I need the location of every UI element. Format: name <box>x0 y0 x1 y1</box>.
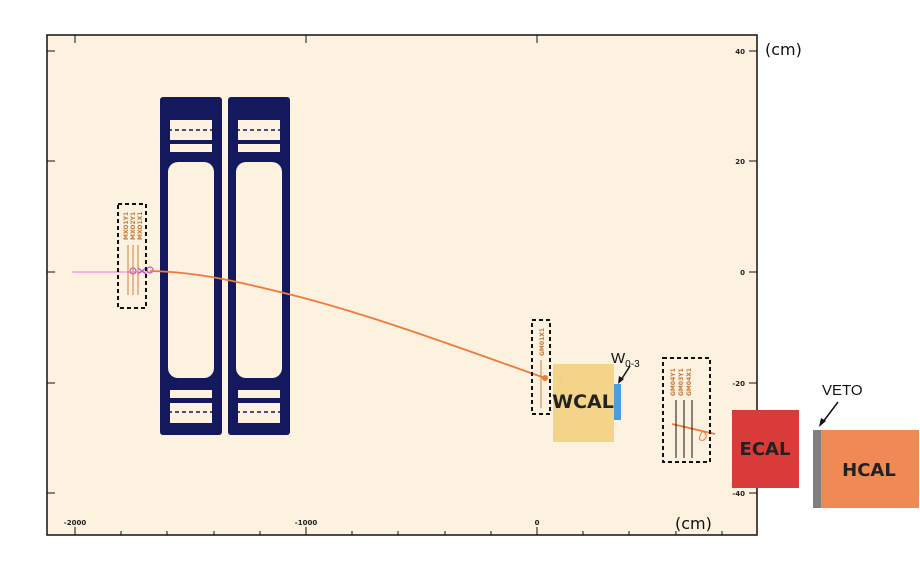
particle-track <box>149 270 546 379</box>
y-tick-label: 20 <box>735 158 745 166</box>
y-unit-label: (cm) <box>765 40 802 59</box>
x-tick-label: 0 <box>535 519 540 527</box>
chamber-label: GM04X1 <box>686 368 693 396</box>
y-axis-ticks <box>47 50 757 494</box>
y-tick-label: -20 <box>732 380 745 388</box>
ecal-label: ECAL <box>740 439 791 460</box>
track-hit <box>542 375 548 381</box>
wcal-label: WCAL <box>552 391 614 413</box>
hcal-block <box>821 430 919 508</box>
upstream-chamber-box <box>117 203 147 309</box>
magnet-2 <box>228 97 290 435</box>
veto-block <box>813 430 821 508</box>
downstream-chamber-box <box>662 357 711 463</box>
w-arrow <box>620 365 631 381</box>
beam-hit-marker <box>137 267 147 275</box>
wcal-block <box>553 364 614 442</box>
x-tick-label: -2000 <box>64 519 87 527</box>
veto-label: VETO <box>822 382 863 399</box>
w-label: W0-3 <box>611 350 640 370</box>
y-tick-label: -40 <box>732 490 745 498</box>
magnet-1 <box>160 97 222 435</box>
particle-track-segment <box>671 423 716 435</box>
y-tick-label: 0 <box>740 269 745 277</box>
mid-chamber-box <box>531 319 551 415</box>
chamber-label: MXO1Y1 <box>123 212 130 240</box>
veto-arrow-head <box>819 418 826 427</box>
x-tick-label: -1000 <box>295 519 318 527</box>
chamber-label: MXO1X1 <box>137 212 144 240</box>
chamber-label: GM01X1 <box>539 328 546 356</box>
chamber-label: MXO2Y1 <box>130 212 137 240</box>
ecal-block <box>732 410 799 488</box>
w-counter <box>614 384 621 420</box>
x-unit-label: (cm) <box>675 514 712 533</box>
chamber-label: GM04Y1 <box>670 368 677 396</box>
veto-arrow <box>822 401 839 423</box>
plot-area <box>46 34 758 536</box>
track-curl <box>698 429 707 441</box>
x-axis-ticks <box>74 35 723 535</box>
chamber-label: GM03Y1 <box>678 368 685 396</box>
hcal-label: HCAL <box>842 460 896 481</box>
w-arrow-head <box>618 376 624 384</box>
y-tick-label: 40 <box>735 48 745 56</box>
